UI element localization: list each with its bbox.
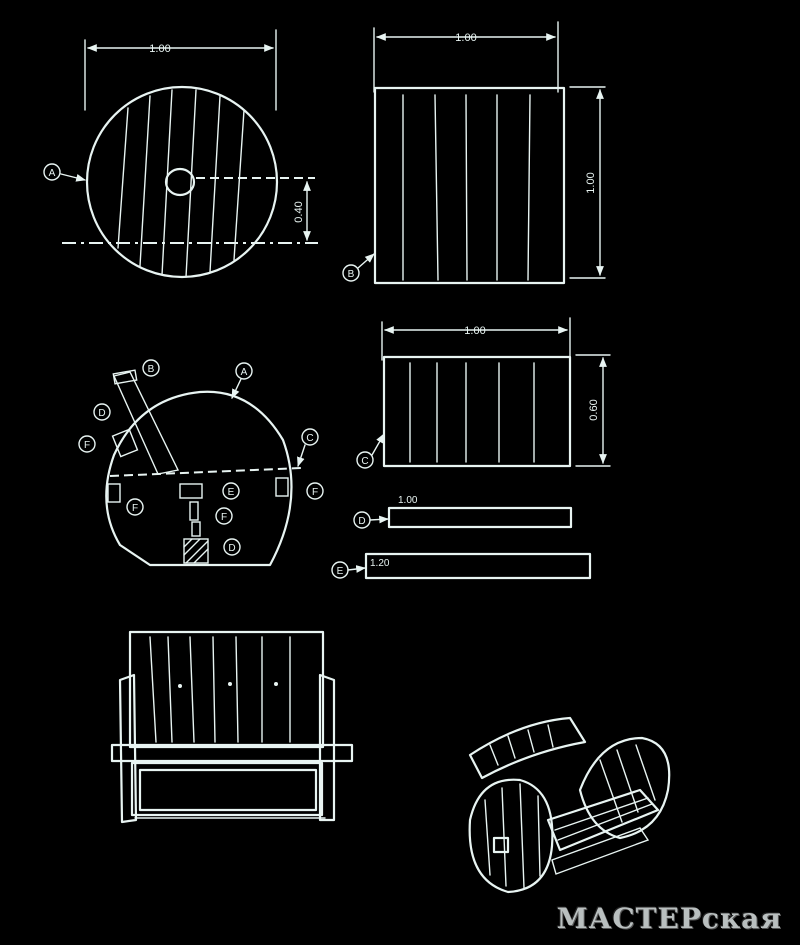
back-panel-height-dim: 1.00 xyxy=(585,172,597,193)
part-label-e: E xyxy=(337,566,344,577)
chair-backrest-slats xyxy=(149,636,291,743)
svg-text:D: D xyxy=(98,408,105,419)
assembly-section-view: B A D F C F F E F D xyxy=(78,359,324,567)
chair-seat-front xyxy=(130,761,324,817)
svg-text:E: E xyxy=(228,487,235,498)
seat-panel-view: 1.00 0.60 C xyxy=(356,317,611,469)
watermark-logo: МАСТЕРская xyxy=(556,902,782,935)
perspective-left-disc xyxy=(468,778,554,894)
part-label-d: D xyxy=(358,516,365,527)
cleat-right xyxy=(275,477,289,497)
side-panel-disc xyxy=(85,85,279,279)
part-label-a: A xyxy=(49,168,56,179)
seat-panel-width-dim: 1.00 xyxy=(464,325,485,337)
svg-text:A: A xyxy=(241,367,248,378)
svg-text:C: C xyxy=(306,433,313,444)
side-panel-slats xyxy=(117,89,245,278)
block-d-hatched xyxy=(183,538,209,564)
chair-perspective-sketch xyxy=(468,716,671,894)
svg-text:F: F xyxy=(221,512,227,523)
side-panel-width-dim: 1.00 xyxy=(149,43,170,55)
chair-axle xyxy=(110,743,354,763)
svg-text:F: F xyxy=(84,440,90,451)
back-panel-view: 1.00 1.00 B xyxy=(342,21,606,285)
part-label-c: C xyxy=(361,456,368,467)
assembly-callouts: B A D F C F F E F D xyxy=(78,359,324,556)
assembly-back-board xyxy=(113,371,180,475)
perspective-backrest xyxy=(468,716,587,780)
board-d-length-dim: 1.00 xyxy=(398,495,418,506)
chair-right-side xyxy=(318,673,336,822)
board-e xyxy=(364,552,592,580)
seat-panel-height-dim: 0.60 xyxy=(588,399,600,420)
chair-left-side xyxy=(118,673,138,824)
svg-text:F: F xyxy=(312,487,318,498)
chair-backrest xyxy=(128,630,325,749)
back-panel-width-dim: 1.00 xyxy=(455,32,476,44)
seat-panel-slats xyxy=(409,362,535,463)
side-panel-view: 1.00 0.40 A xyxy=(43,29,318,279)
svg-text:B: B xyxy=(148,364,155,375)
side-panel-offset-dim: 0.40 xyxy=(293,201,305,222)
cleat-d-angled xyxy=(111,428,139,458)
board-d-view: 1.00 D xyxy=(353,495,573,529)
board-d xyxy=(387,506,573,529)
board-e-length-dim: 1.20 xyxy=(370,558,390,569)
part-label-b: B xyxy=(348,269,355,280)
back-panel-slats xyxy=(402,94,531,281)
back-panel-frame xyxy=(373,86,566,285)
cleat-left xyxy=(107,483,121,503)
assembly-side-outline xyxy=(105,390,293,567)
axle-hole xyxy=(164,167,196,197)
svg-text:D: D xyxy=(228,543,235,554)
board-e-view: 1.20 E xyxy=(331,552,592,580)
perspective-seat xyxy=(546,788,660,852)
seat-panel-frame xyxy=(382,355,572,468)
svg-text:F: F xyxy=(132,503,138,514)
chair-front-view xyxy=(110,630,354,824)
perspective-axle-end xyxy=(492,836,510,854)
block-e xyxy=(179,483,203,499)
